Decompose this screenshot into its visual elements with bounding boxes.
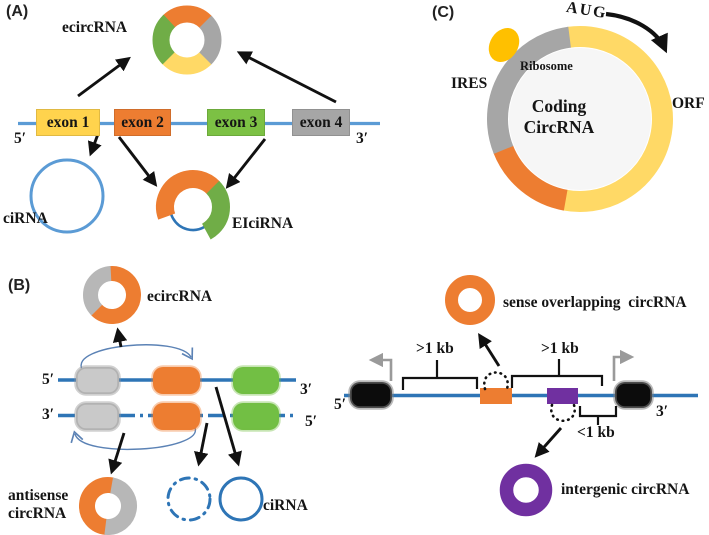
intergenic-circrna-ring <box>499 463 553 517</box>
kb-label-right: <1 kb <box>577 424 615 441</box>
antisense-label-line2: circRNA <box>8 505 67 522</box>
distance-brackets <box>401 359 618 425</box>
antisense-circrna-ring <box>79 477 137 535</box>
coding-line1: Coding <box>531 96 587 116</box>
exon-1-box: exon 1 <box>36 109 100 136</box>
eicirna-ring <box>156 170 230 244</box>
panel-a-ecircrna-ring <box>152 5 222 75</box>
coding-circrna-ring <box>487 25 673 212</box>
intergenic-label: intergenic circRNA <box>561 481 690 498</box>
cirna-label-a: ciRNA <box>3 210 48 227</box>
ires-label: IRES <box>451 75 488 92</box>
ecircrna-label-b: ecircRNA <box>147 288 213 305</box>
ribosome-oval <box>488 28 520 62</box>
panel-b-right-arrows <box>478 332 563 458</box>
sense-overlapping-ring <box>445 275 495 325</box>
panel-b-left-arrows <box>108 327 242 475</box>
orf-label: ORF <box>672 95 705 112</box>
top-strand-three-prime: 3′ <box>300 381 313 398</box>
cirna-circle <box>29 158 105 234</box>
exon-3-box: exon 3 <box>207 109 265 136</box>
sense-overlapping-label: sense overlapping circRNA <box>503 294 687 311</box>
top-strand-five-prime: 5′ <box>42 371 55 388</box>
kb-label-left: >1 kb <box>416 340 454 357</box>
panel-c-label: (C) <box>432 4 455 21</box>
dotted-splice-loops <box>483 371 576 422</box>
panel-b-label: (B) <box>8 277 31 294</box>
top-strand <box>58 365 296 396</box>
cirna-circle-b <box>218 476 264 522</box>
bottom-strand-three-prime: 3′ <box>42 406 55 423</box>
gene-boxes <box>348 380 654 410</box>
promoter-arrows <box>368 349 635 381</box>
bottom-strand-five-prime: 5′ <box>305 413 318 430</box>
bottom-strand <box>58 401 296 432</box>
gene-five-prime: 5′ <box>334 396 347 413</box>
cirna-label-b: ciRNA <box>263 497 308 514</box>
kb-label-middle: >1 kb <box>541 340 579 357</box>
five-prime-a: 5′ <box>14 130 27 147</box>
exonic-fragment-boxes <box>480 388 578 404</box>
panel-b-ecircrna-ring <box>83 266 141 324</box>
eicirna-label: EIciRNA <box>232 215 294 232</box>
panel-a-arrows <box>77 51 337 189</box>
antisense-label-line1: antisense <box>8 487 69 504</box>
exon-4-box: exon 4 <box>292 109 350 136</box>
broken-cirna-circle <box>166 476 212 522</box>
gene-three-prime: 3′ <box>656 403 669 420</box>
exon-2-box: exon 2 <box>114 109 171 136</box>
coding-line2: CircRNA <box>523 117 595 137</box>
coding-circrna-label: Coding CircRNA <box>509 96 609 138</box>
ribosome-label: Ribosome <box>520 59 573 73</box>
backsplicing-loops <box>70 344 196 451</box>
panel-a-label: (A) <box>6 3 29 20</box>
aug-orf-arrow <box>605 11 668 54</box>
ecircrna-label-a: ecircRNA <box>62 19 128 36</box>
three-prime-a: 3′ <box>356 130 369 147</box>
